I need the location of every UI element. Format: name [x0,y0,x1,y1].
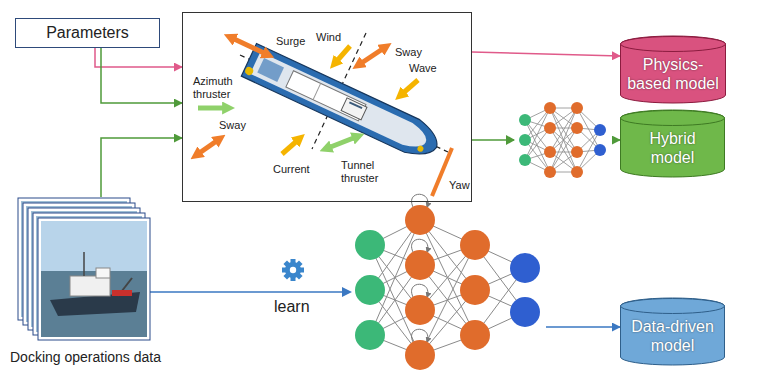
hidden-neuron [460,230,490,260]
flow-connector [101,138,182,197]
hidden-neuron [460,275,490,305]
hidden-neuron [571,166,583,178]
ship-bridge [341,98,367,120]
model-name: Data-driven model [627,318,719,355]
force-label: Surge [276,35,305,48]
photo-sky [41,221,147,271]
data-stack: Docking operations data [10,197,150,347]
data-caption: Docking operations data [10,349,161,365]
network-links [370,220,525,355]
photo-stack [18,198,150,340]
ship-body [241,44,444,164]
gear-tooth [283,260,302,279]
input-neuron [355,275,385,305]
flow-connector [95,48,182,67]
network-links [525,108,600,172]
flow-connector [472,52,620,56]
ship-model-frame: WindSurgeSwayWaveAzimuth thrusterSwayCur… [182,12,472,202]
output-neuron [510,253,540,283]
edge-label: learn [272,298,312,316]
gear-icon [282,259,304,281]
input-neuron [519,154,531,166]
photo-frame [38,218,150,340]
force-label: Wave [409,62,437,75]
ship-hull [241,44,444,164]
hidden-neuron [405,205,435,235]
tunnel-thruster-symbol [416,145,424,153]
hidden-neuron [544,122,556,134]
parameter-box: Parameters [15,18,160,48]
gear-hole [290,267,296,273]
wind-arrow [336,46,350,62]
input-neuron [519,134,531,146]
force-label: Tunnel thruster [341,159,391,184]
sway-arrow [198,140,218,154]
model-cylinder: Data-driven model [620,298,725,365]
force-label: Yaw [449,179,470,192]
network-ground [350,198,546,377]
hidden-neuron [544,102,556,114]
photo-sea [41,271,147,337]
gear-body [285,262,301,278]
input-neuron [355,320,385,350]
force-label: Current [273,163,310,176]
output-neuron [594,144,606,156]
hidden-neuron [571,146,583,158]
photo-ship-bridge [96,268,110,278]
model-name: Hybrid model [638,130,708,167]
hidden-neuron [571,122,583,134]
gear-tooth [283,260,302,279]
hidden-neuron [544,146,556,158]
hidden-neuron [571,102,583,114]
photo-ship-deck [112,290,132,296]
force-label: Azimuth thruster [193,75,241,100]
output-neuron [594,124,606,136]
hidden-neuron [544,166,556,178]
cylinder-top [621,299,725,314]
model-cylinder: Physics-based model [620,36,726,103]
model-cylinder: Hybrid model [620,110,725,177]
wave-arrow [402,80,418,94]
photo-ship-superstructure [70,276,110,296]
force-label: Wind [316,31,341,44]
current-arrow [282,140,298,154]
input-neuron [519,114,531,126]
hidden-neuron [460,320,490,350]
hidden-neuron [405,340,435,370]
hybrid-network [506,96,612,182]
arrow-head [506,135,515,145]
force-label: Sway [219,119,246,132]
azimuth-thrust-arrow [198,106,226,111]
flow-connector [101,48,182,103]
ship-deck [250,52,431,153]
box-label: Parameters [46,24,129,42]
hidden-neuron [405,250,435,280]
sway-arrow [360,48,384,64]
cylinder-body [621,298,725,365]
cylinder-top [621,37,726,52]
tunnel-thrust-arrow [328,137,356,148]
photo-ship-mast [83,252,85,276]
force-label: Sway [395,46,422,59]
ship-windows [349,102,362,108]
ship-illustration [198,33,452,196]
network-ground [514,96,612,182]
recurrent-network [342,194,546,377]
cylinder-top [621,111,725,126]
cylinder-body [621,36,726,103]
ship-detail [313,83,321,99]
ship-aft-deck [257,58,284,82]
input-neuron [355,230,385,260]
azimuth-thruster-symbol [244,66,255,77]
arrow-head [342,287,352,297]
hidden-neuron [405,295,435,325]
model-name: Physics-based model [625,56,721,93]
cylinder-body [621,110,725,177]
ship-superstructure [286,71,366,121]
output-neuron [510,297,540,327]
surge-arrow [232,38,266,54]
